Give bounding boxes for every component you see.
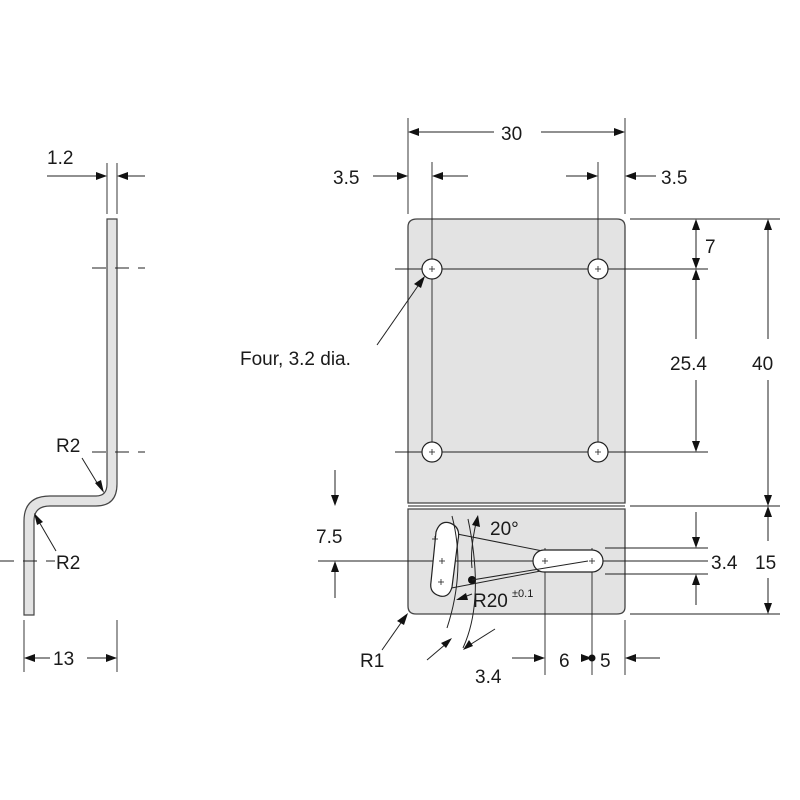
width-label: 30: [501, 124, 522, 145]
bend-radius-lower-label: R2: [56, 553, 80, 574]
slot-length-label: 6: [559, 651, 570, 672]
bracket-profile: [23, 218, 118, 616]
offset-width-label: 13: [53, 649, 74, 670]
height-lower-label: 15: [755, 553, 776, 574]
thickness-label: 1.2: [47, 148, 73, 169]
arc-radius-label: R20: [473, 591, 508, 612]
mounting-hole-bottom-left: [421, 441, 443, 463]
straight-slot: [532, 549, 604, 573]
hole-pitch-label: 25.4: [670, 354, 707, 375]
bend-radius-upper-label: R2: [56, 436, 80, 457]
edge-left-label: 3.5: [333, 168, 359, 189]
mounting-hole-top-right: [587, 258, 609, 280]
slot-edge-distance-label: 5: [600, 651, 611, 672]
front-view: 30 3.5 3.5 7 25.4 40 Fou: [240, 118, 780, 688]
height-upper-label: 40: [752, 354, 773, 375]
mounting-hole-top-left: [421, 258, 443, 280]
slot-angle-label: 20°: [490, 519, 519, 540]
arc-radius-tolerance-label: ±0.1: [512, 588, 533, 600]
corner-radius-label: R1: [360, 651, 384, 672]
side-view: 1.2 R2 R2 13: [0, 148, 145, 672]
arc-slot-width-label: 3.4: [475, 667, 502, 688]
arc-slot: [430, 521, 460, 597]
edge-right-label: 3.5: [661, 168, 687, 189]
plate-upper: [407, 218, 626, 504]
hole-top-offset-label: 7: [705, 237, 716, 258]
slot-height-label: 3.4: [711, 553, 738, 574]
hole-callout-label: Four, 3.2 dia.: [240, 349, 351, 370]
mounting-hole-bottom-right: [587, 441, 609, 463]
slot-vertical-offset-label: 7.5: [316, 527, 342, 548]
